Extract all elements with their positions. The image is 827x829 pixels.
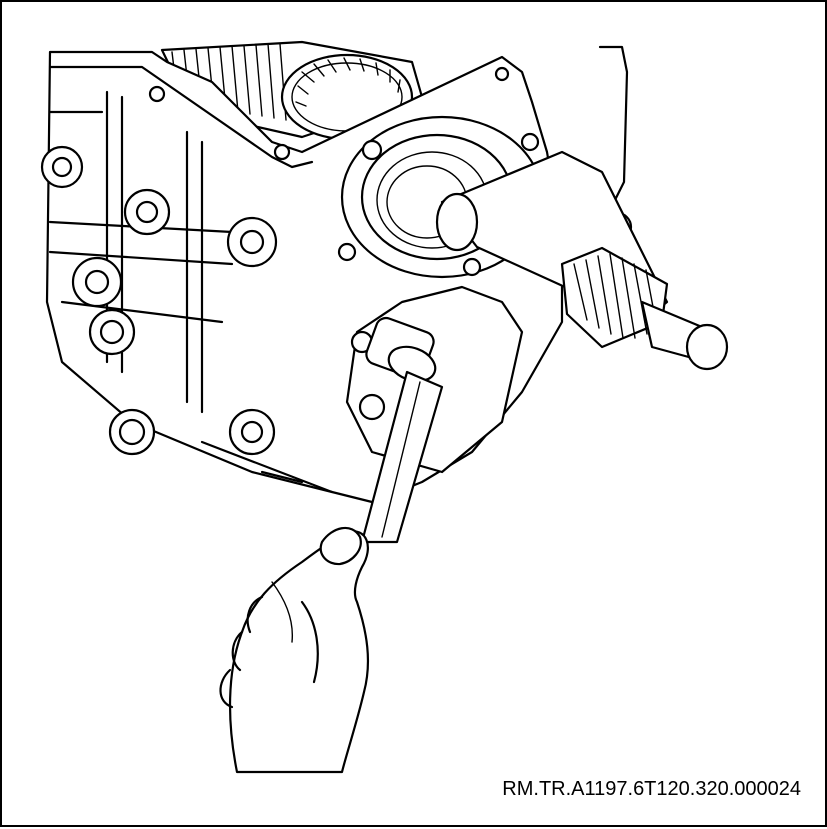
- rear-housing-outline: [598, 45, 629, 204]
- figure-caption: RM.TR.A1197.6T120.320.000024: [502, 778, 801, 800]
- input-shaft: [435, 150, 729, 371]
- hand-icon: [219, 526, 370, 774]
- wrench-icon: [360, 316, 444, 544]
